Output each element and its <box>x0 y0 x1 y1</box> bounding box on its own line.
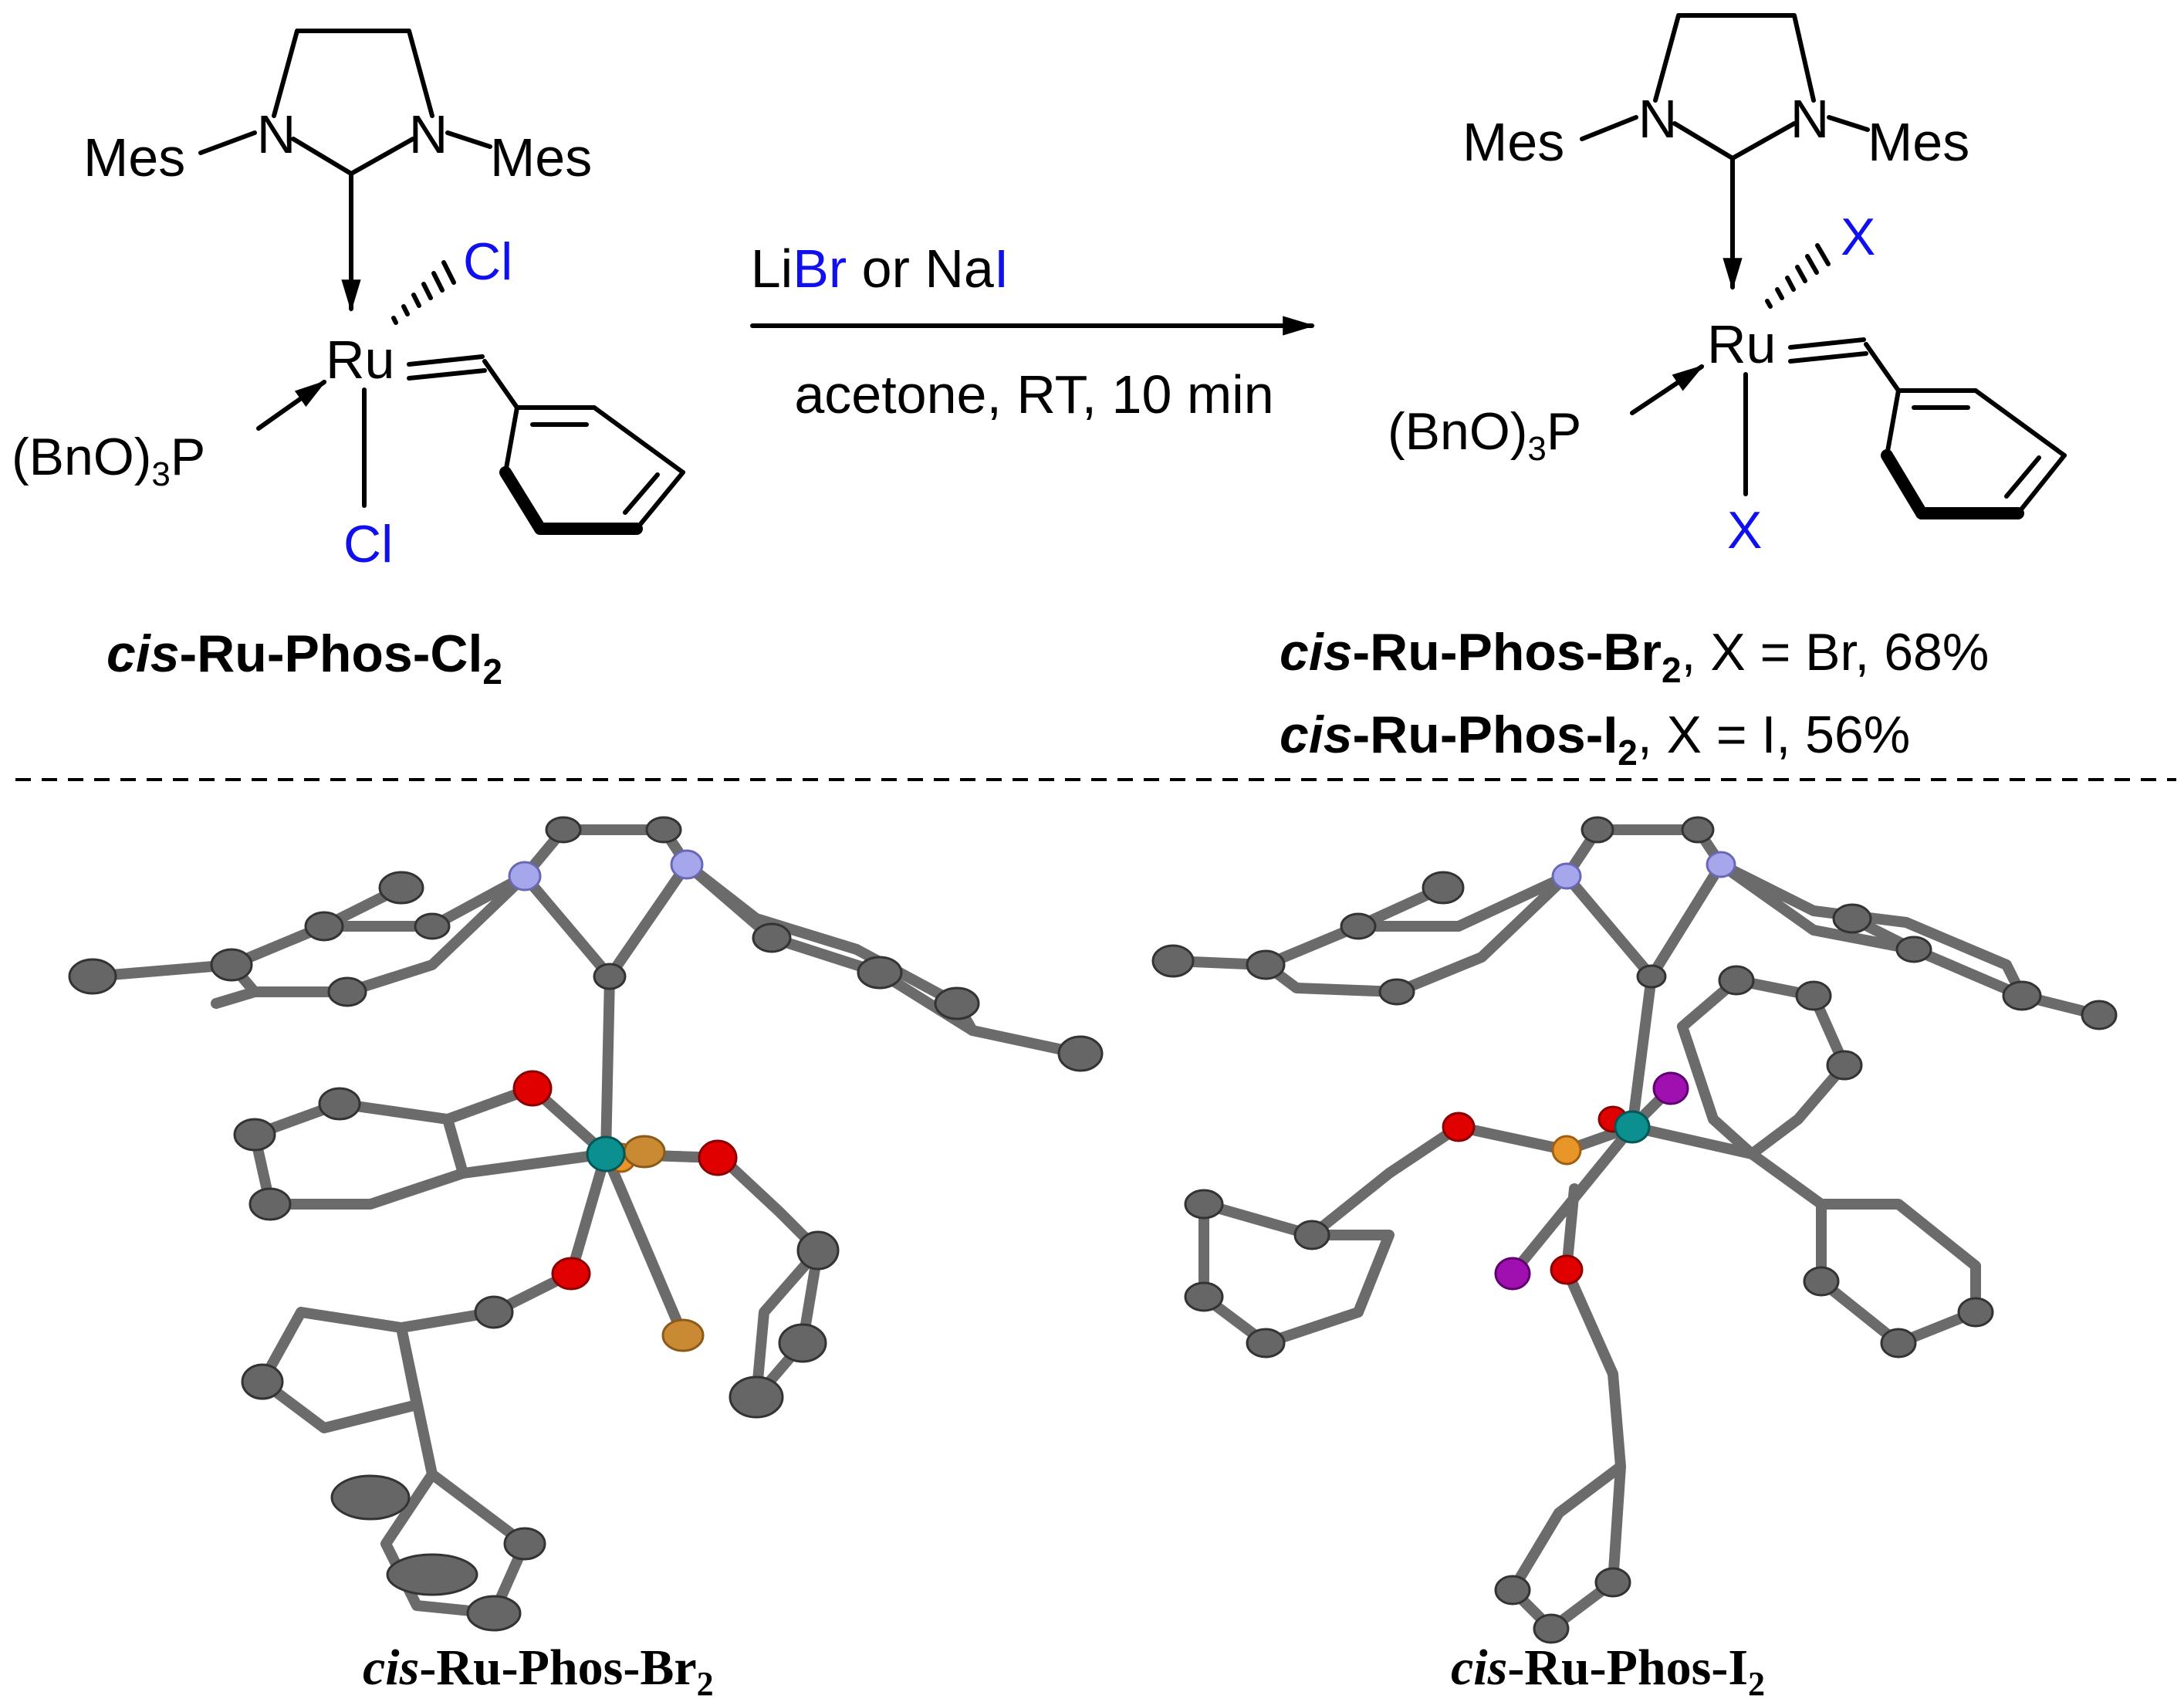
x-label-top: X <box>1841 208 1875 266</box>
crystal-label-i2: cis-Ru-Phos-I2 <box>1451 1639 1765 1702</box>
reactant-structure: N N Mes Mes Ru Cl Cl (BnO)3P cis-Ru-Phos… <box>12 29 685 692</box>
product-ring-backbone <box>1653 13 1816 103</box>
n-atom-right: N <box>409 104 448 164</box>
cl-label-top: Cl <box>463 232 512 291</box>
crystal-label-br2: cis-Ru-Phos-Br2 <box>363 1639 714 1702</box>
product-structure: N N Mes Mes Ru X X (BnO)3P cis-Ru-Phos-B… <box>1280 13 2067 773</box>
product-phosphite-label: (BnO)3P <box>1388 402 1581 468</box>
reactant-name: cis-Ru-Phos-Cl2 <box>106 624 502 692</box>
product-mes-left: Mes <box>1462 112 1564 172</box>
product-hashed-wedge <box>1765 243 1831 309</box>
phosphite-label: (BnO)3P <box>12 428 205 493</box>
product-name-br: cis-Ru-Phos-Br2, X = Br, 68% <box>1280 623 1989 690</box>
product-ru-atom: Ru <box>1707 314 1776 374</box>
crystal-structure-br2 <box>68 816 1104 1632</box>
crystal-structure-i2 <box>1151 816 2118 1644</box>
mes-label-left: Mes <box>83 127 185 188</box>
ru-atom: Ru <box>326 330 394 390</box>
phenyl-ring <box>499 405 685 535</box>
x-label-bottom: X <box>1727 501 1762 560</box>
ring-backbone <box>272 29 434 118</box>
product-mes-right: Mes <box>1868 112 1969 172</box>
reaction-arrow-group: LiBr or NaI acetone, RT, 10 min <box>750 239 1316 425</box>
cl-label-bottom: Cl <box>343 515 393 574</box>
product-n-left: N <box>1638 89 1678 149</box>
hashed-wedge-cl <box>391 260 456 325</box>
product-name-i: cis-Ru-Phos-I2, X = I, 56% <box>1280 706 1910 773</box>
mes-label-right: Mes <box>490 127 592 188</box>
product-phenyl-ring <box>1881 388 2067 519</box>
reagent-label: LiBr or NaI <box>751 239 1009 299</box>
product-n-right: N <box>1790 89 1830 149</box>
n-atom-left: N <box>257 104 296 164</box>
conditions-label: acetone, RT, 10 min <box>794 364 1273 425</box>
